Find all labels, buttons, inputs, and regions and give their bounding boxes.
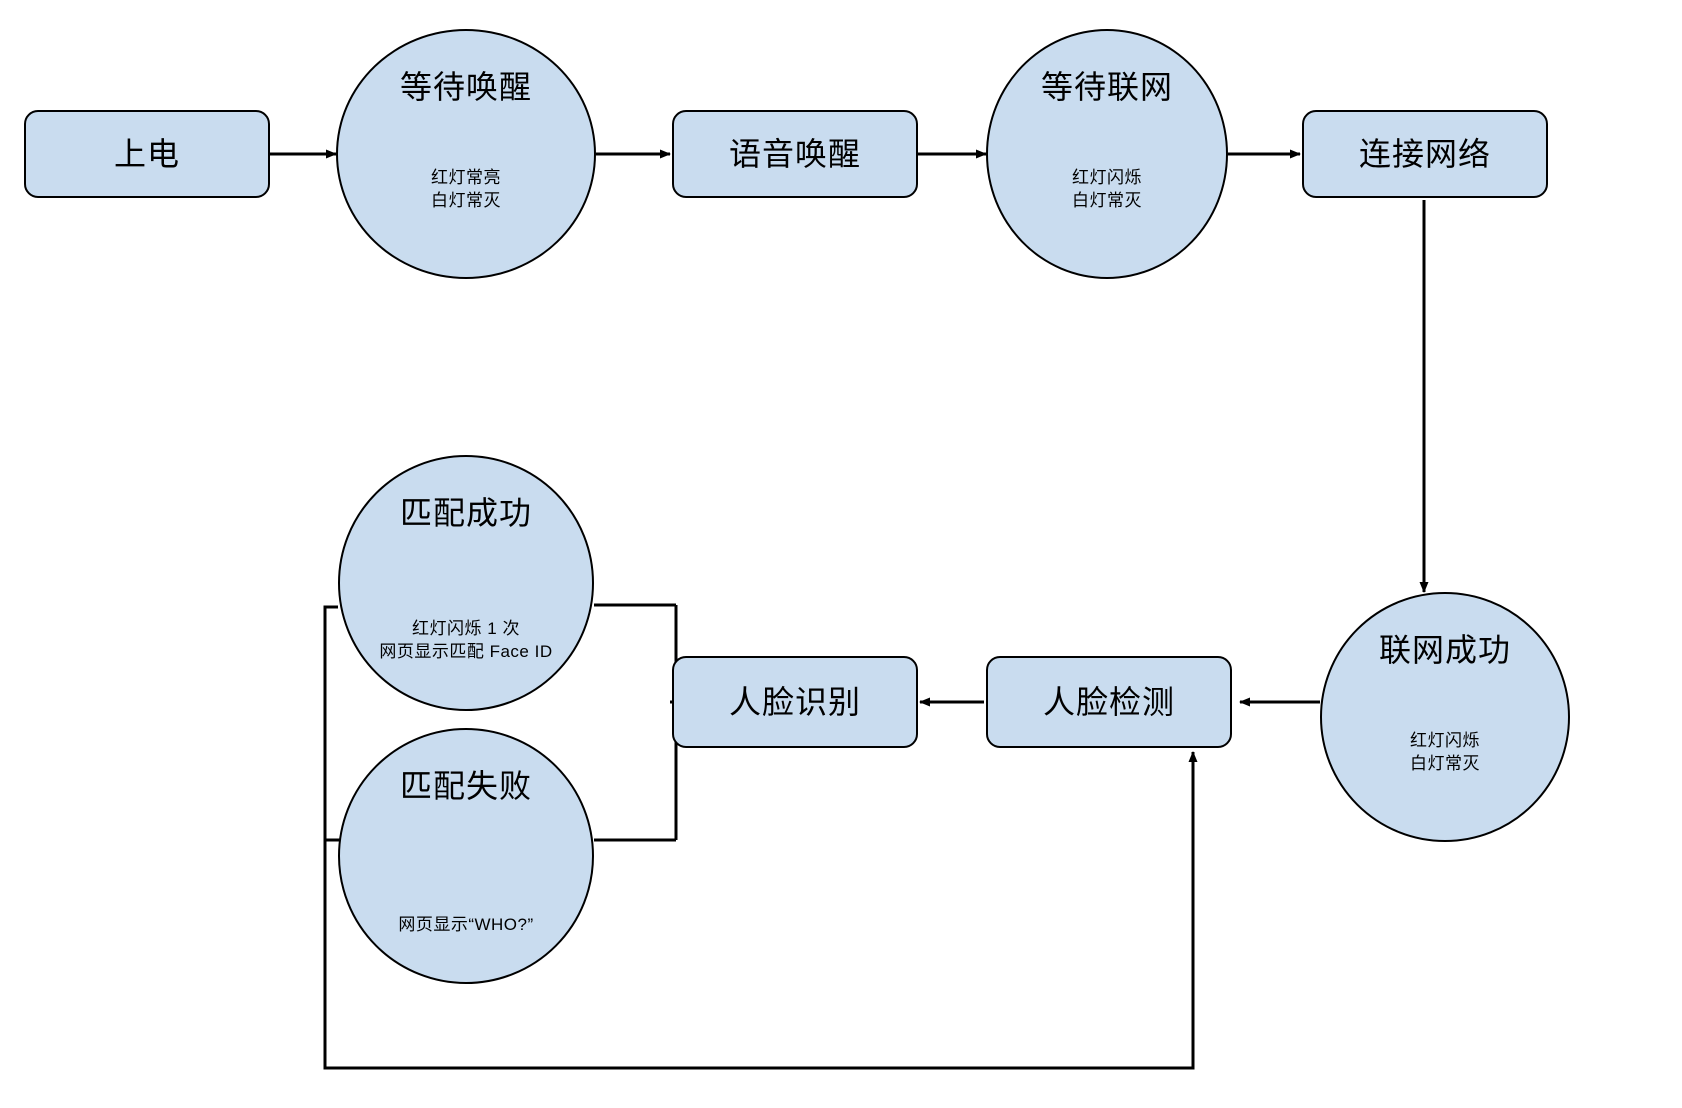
node-face-detection[interactable]: 人脸检测 — [986, 656, 1232, 748]
node-network-success-sub: 红灯闪烁 白灯常灭 — [1410, 731, 1480, 774]
node-network-success-title: 联网成功 — [1378, 632, 1511, 668]
node-connect-network[interactable]: 连接网络 — [1302, 110, 1548, 198]
node-wait-network-title: 等待联网 — [1040, 69, 1173, 105]
node-power-on-title: 上电 — [113, 135, 180, 172]
node-wait-wakeup-title: 等待唤醒 — [399, 69, 532, 105]
node-connect-network-title: 连接网络 — [1358, 135, 1491, 172]
node-network-success[interactable]: 联网成功 红灯闪烁 白灯常灭 — [1320, 592, 1570, 842]
node-match-success-title: 匹配成功 — [399, 495, 532, 531]
node-match-failure-sub: 网页显示“WHO?” — [398, 914, 534, 934]
node-wait-network-sub: 红灯闪烁 白灯常灭 — [1072, 168, 1142, 211]
node-voice-wakeup[interactable]: 语音唤醒 — [672, 110, 918, 198]
node-face-recognition[interactable]: 人脸识别 — [672, 656, 918, 748]
node-wait-wakeup[interactable]: 等待唤醒 红灯常亮 白灯常灭 — [336, 29, 596, 279]
node-wait-wakeup-sub: 红灯常亮 白灯常灭 — [431, 168, 501, 211]
node-match-failure-title: 匹配失败 — [399, 768, 532, 804]
node-face-recognition-title: 人脸识别 — [728, 683, 861, 720]
node-match-success[interactable]: 匹配成功 红灯闪烁 1 次 网页显示匹配 Face ID — [338, 455, 594, 711]
edge-match-feedback-loop — [323, 605, 1198, 1070]
node-wait-network[interactable]: 等待联网 红灯闪烁 白灯常灭 — [986, 29, 1228, 279]
node-match-success-sub: 红灯闪烁 1 次 网页显示匹配 Face ID — [379, 618, 553, 661]
node-match-failure[interactable]: 匹配失败 网页显示“WHO?” — [338, 728, 594, 984]
node-voice-wakeup-title: 语音唤醒 — [728, 135, 861, 172]
node-power-on[interactable]: 上电 — [24, 110, 270, 198]
node-face-detection-title: 人脸检测 — [1042, 683, 1175, 720]
edge-face-recognition-branch — [594, 603, 678, 842]
